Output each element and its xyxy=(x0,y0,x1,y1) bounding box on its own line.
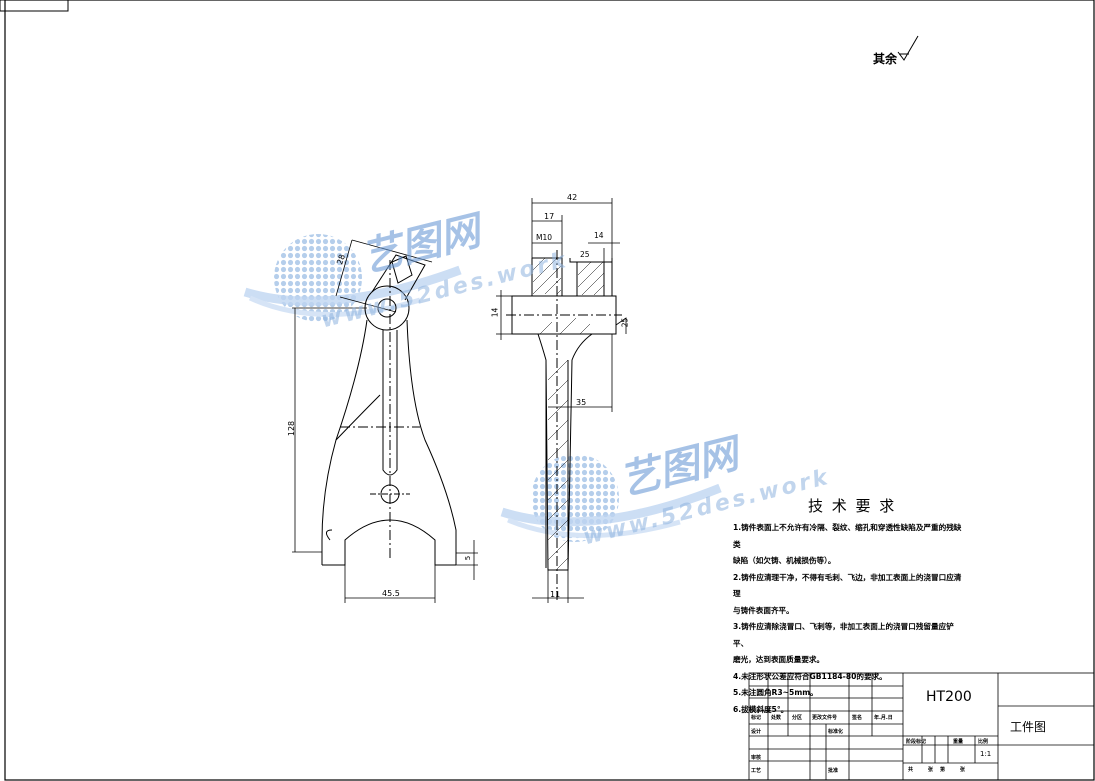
watermark-globe-2 xyxy=(500,454,722,542)
dim-top-width: 42 xyxy=(567,193,578,202)
tech-item: 1.铸件表面上不允许有冷隔、裂纹、缩孔和穿透性缺陷及严重的残缺类 xyxy=(733,523,962,549)
tb-cell: 第 xyxy=(940,767,946,773)
title-block xyxy=(748,672,1095,781)
dim-slot: 14 xyxy=(594,231,604,240)
dim-bore: 14 xyxy=(490,307,500,318)
front-dimensions xyxy=(496,198,627,603)
tb-cell: 阶段标记 xyxy=(906,739,927,745)
tb-cell: 分区 xyxy=(792,715,803,721)
tb-cell: 设计 xyxy=(751,729,762,735)
material-label: HT200 xyxy=(926,689,972,705)
dim-step: 5 xyxy=(464,555,473,561)
tb-cell: 比例 xyxy=(978,739,989,745)
dim-roughness: 25 xyxy=(620,317,630,328)
dim-side-bottom-width: 45.5 xyxy=(382,589,400,598)
tech-item: 6.拔模斜度5°。 xyxy=(733,704,789,714)
tb-cell: 工艺 xyxy=(751,768,762,774)
tb-cell: 标准化 xyxy=(828,729,844,735)
tb-cell: 更改文件号 xyxy=(812,715,838,721)
front-view xyxy=(506,250,622,600)
dim-bottom-width: 11 xyxy=(550,590,561,599)
dim-mid-width: 35 xyxy=(576,398,587,407)
sheet-border xyxy=(4,0,1095,781)
dim-left-width: 17 xyxy=(544,212,555,221)
tech-item: 磨光，达到表面质量要求。 xyxy=(733,655,825,664)
tech-item: 3.铸件应清除浇冒口、飞刺等，非加工表面上的浇冒口残留量应铲平、 xyxy=(733,622,954,648)
dim-angle: 25 xyxy=(580,250,590,259)
tech-requirements-list: 1.铸件表面上不允许有冷隔、裂纹、缩孔和穿透性缺陷及严重的残缺类 缺陷（如欠铸、… xyxy=(733,520,965,718)
tb-cell: 重量 xyxy=(953,739,964,745)
front-hatching xyxy=(532,257,605,571)
tb-cell: 签名 xyxy=(852,715,863,721)
dim-length: 128 xyxy=(287,420,297,437)
tb-cell: 张 xyxy=(960,767,966,773)
watermark-globe-1 xyxy=(243,234,462,322)
tb-cell: 批准 xyxy=(828,768,839,774)
tb-cell: 标记 xyxy=(751,715,762,721)
tech-item: 与铸件表面齐平。 xyxy=(733,605,794,615)
tb-cell: 审核 xyxy=(751,755,762,761)
scale-label: 1:1 xyxy=(980,750,992,758)
side-dimensions xyxy=(292,239,478,603)
tb-cell: 处数 xyxy=(771,715,782,721)
tb-cell: 年.月.日 xyxy=(874,715,893,721)
tb-cell: 共 xyxy=(908,767,914,773)
tb-cell: 张 xyxy=(928,767,934,773)
tech-item: 缺陷（如欠铸、机械损伤等）。 xyxy=(733,556,836,565)
surface-mark-label: 其余 xyxy=(873,52,898,66)
tech-item: 4.未注形状公差应符合GB1184-80的要求。 xyxy=(733,671,887,681)
tech-item: 2.铸件应清理干净，不得有毛刺、飞边，非加工表面上的浇冒口应清理 xyxy=(733,572,962,599)
drawing-name-label: 工件图 xyxy=(1010,720,1047,734)
tech-item: 5.未注圆角R3~5mm。 xyxy=(733,688,818,697)
tech-requirements-title: 技 术 要 求 xyxy=(808,497,897,515)
dim-thread: M10 xyxy=(536,233,553,242)
surface-roughness-symbol xyxy=(897,35,919,61)
corner-label-box xyxy=(0,0,69,12)
